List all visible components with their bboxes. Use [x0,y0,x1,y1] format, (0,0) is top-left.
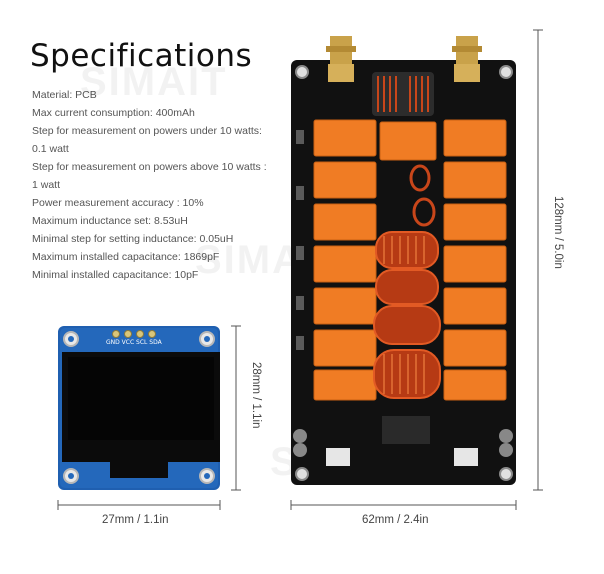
spec-item: Material: PCB [32,89,97,101]
watermark: SIMAIT [80,60,228,104]
spec-item: 0.1 watt [32,143,69,155]
spec-item: Minimal installed capacitance: 10pF [32,269,199,281]
board-height-label: 128mm / 5.0in [552,196,564,269]
spec-item: Minimal step for setting inductance: 0.0… [32,233,234,245]
spec-item: Max current consumption: 400mAh [32,107,195,119]
sma-connector [452,36,482,82]
oled-pin-label: GND VCC SCL SDA [106,339,162,346]
spec-item: 1 watt [32,179,61,191]
spec-item: Maximum inductance set: 8.53uH [32,215,188,227]
spec-item: Maximum installed capacitance: 1869pF [32,251,220,263]
spec-item: Power measurement accuracy : 10% [32,197,204,209]
board-width-label: 62mm / 2.4in [362,514,429,526]
oled-width-label: 27mm / 1.1in [102,514,169,526]
page-title: Specifications [30,38,253,74]
spec-item: Step for measurement on powers under 10 … [32,125,262,137]
oled-height-label: 28mm / 1.1in [250,362,262,429]
spec-list: Material: PCB Max current consumption: 4… [32,86,302,284]
spec-item: Step for measurement on powers above 10 … [32,161,267,173]
sma-connector [326,36,356,82]
